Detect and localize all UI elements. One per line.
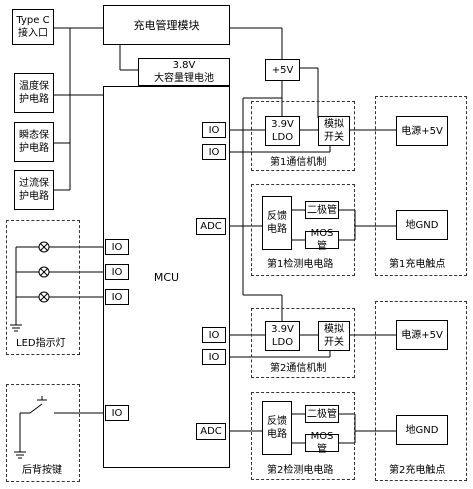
mos-1: MOS管 <box>305 228 339 252</box>
back-button-label: 后背按键 <box>22 465 62 476</box>
temperature-protection-circuit: 温度保 护电路 <box>14 73 54 113</box>
battery: 3.8V 大容量锂电池 <box>138 58 230 86</box>
comm2-label: 第2通信机制 <box>270 363 327 374</box>
plus5v-rail: +5V <box>265 59 300 81</box>
led-label: LED指示灯 <box>16 338 66 349</box>
comm2-group <box>251 308 355 378</box>
transient-protection-circuit: 瞬态保 护电路 <box>14 122 54 162</box>
led-group <box>6 220 80 355</box>
io-port-led-3: IO <box>105 289 129 305</box>
power-5v-contact-2: 电源+5V <box>396 320 448 350</box>
ldo-2: 3.9V LDO <box>265 321 300 351</box>
analog-switch-1: 模拟 开关 <box>318 116 350 146</box>
overcurrent-protection-circuit: 过流保 护电路 <box>14 170 54 210</box>
analog-switch-2: 模拟 开关 <box>318 321 350 351</box>
contact1-group <box>375 96 467 276</box>
comm1-label: 第1通信机制 <box>270 157 327 168</box>
diode-2: 二极管 <box>305 405 339 423</box>
gnd-contact-1: 地GND <box>396 210 448 240</box>
io-port-4: IO <box>202 349 226 365</box>
ldo-1: 3.9V LDO <box>265 116 300 146</box>
io-port-1: IO <box>202 122 226 138</box>
contact2-group <box>375 301 467 481</box>
adc-port-1: ADC <box>196 218 226 235</box>
type-c-port: Type C 接入口 <box>12 9 54 45</box>
power-5v-contact-1: 电源+5V <box>396 116 448 146</box>
detect1-group <box>251 184 355 276</box>
diode-1: 二极管 <box>305 201 339 219</box>
charge-management-module: 充电管理模块 <box>103 5 230 45</box>
adc-port-2: ADC <box>196 423 226 440</box>
feedback-circuit-2: 反馈 电路 <box>262 401 292 455</box>
button-group <box>6 384 80 482</box>
io-port-3: IO <box>202 327 226 343</box>
io-port-button: IO <box>105 405 129 421</box>
gnd-contact-2: 地GND <box>396 415 448 445</box>
contact1-label: 第1充电触点 <box>389 259 446 270</box>
detect1-label: 第1检测电电路 <box>267 259 334 270</box>
contact2-label: 第2充电触点 <box>389 465 446 476</box>
mcu-label: MCU <box>153 270 180 284</box>
mos-2: MOS管 <box>305 431 339 455</box>
detect2-group <box>251 392 355 480</box>
io-port-led-1: IO <box>105 239 129 255</box>
io-port-2: IO <box>202 144 226 160</box>
comm1-group <box>251 101 355 171</box>
feedback-circuit-1: 反馈 电路 <box>262 196 292 250</box>
detect2-label: 第2检测电电路 <box>267 465 334 476</box>
io-port-led-2: IO <box>105 264 129 280</box>
